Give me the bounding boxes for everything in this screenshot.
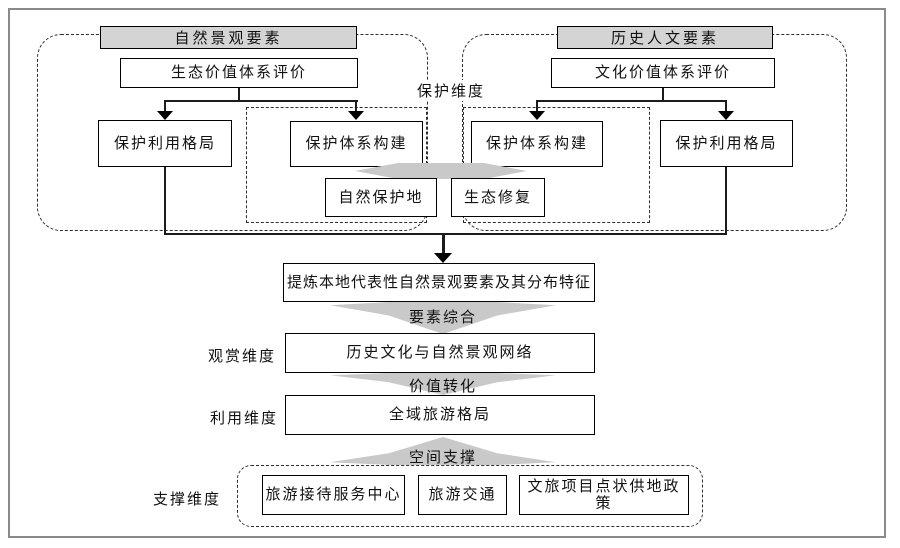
connector-line [442,235,445,254]
viewing-dimension-label: 观赏维度 [208,347,277,365]
tourism-service-center-label: 旅游接待服务中心 [265,485,402,504]
support-dimension-label: 支撑维度 [153,490,222,508]
support-group-outline [237,465,703,527]
history-nature-network-label: 历史文化与自然景观网络 [346,343,534,362]
tourism-transport-label: 旅游交通 [428,485,497,504]
extract-features-label: 提炼本地代表性自然景观要素及其分布特征 [286,272,591,291]
arrow-down-icon [718,111,734,120]
eco-value-evaluation-box: 生态价值体系评价 [120,58,358,88]
utilization-dimension-label: 利用维度 [210,409,279,427]
cultural-elements-header: 历史人文要素 [557,26,773,49]
protection-system-box-right: 保护体系构建 [471,121,603,167]
connector-line [164,100,358,102]
protection-dimension-label: 保护维度 [412,80,490,101]
arrow-down-icon [348,111,364,120]
connector-line [164,167,166,235]
regional-tourism-box: 全域旅游格局 [285,395,595,435]
arrow-down-icon [529,111,545,120]
connector-line [536,102,538,111]
connector-line [536,100,727,102]
arrow-down-icon [157,111,173,120]
nature-reserve-box: 自然保护地 [325,178,437,217]
page-border [8,8,886,538]
eco-value-evaluation-label: 生态价值体系评价 [170,63,307,82]
protection-system-box-left: 保护体系构建 [290,121,423,167]
cultural-value-evaluation-box: 文化价值体系评价 [551,58,775,88]
eco-restoration-box: 生态修复 [451,178,545,217]
value-transform-label: 价值转化 [408,377,477,395]
connector-line [238,88,240,101]
natural-elements-header: 自然景观要素 [100,26,357,49]
cultural-elements-header-label: 历史人文要素 [610,29,719,47]
spatial-support-label: 空间支撑 [408,448,477,466]
protection-system-left-label: 保护体系构建 [305,134,408,153]
connector-line [725,167,727,235]
extract-features-box: 提炼本地代表性自然景观要素及其分布特征 [283,263,595,302]
land-policy-label: 文旅项目点状供地政策 [527,476,681,512]
tourism-transport-box: 旅游交通 [418,475,507,515]
protection-use-pattern-right-label: 保护利用格局 [675,133,778,152]
protection-use-pattern-box-left: 保护利用格局 [98,120,232,167]
cultural-value-evaluation-label: 文化价值体系评价 [594,63,731,82]
regional-tourism-label: 全域旅游格局 [388,405,491,424]
connector-line [355,102,357,111]
tourism-service-center-box: 旅游接待服务中心 [262,475,405,515]
protection-use-pattern-box-right: 保护利用格局 [660,120,793,167]
connector-line [164,233,727,235]
connector-line [164,102,166,111]
natural-elements-header-label: 自然景观要素 [174,29,283,47]
land-policy-box: 文旅项目点状供地政策 [519,475,689,515]
nature-reserve-label: 自然保护地 [338,187,424,206]
eco-restoration-label: 生态修复 [463,187,532,206]
history-nature-network-box: 历史文化与自然景观网络 [285,333,595,373]
protection-use-pattern-left-label: 保护利用格局 [113,133,216,152]
connector-line [662,88,664,101]
connector-line [725,102,727,111]
element-synthesis-label: 要素综合 [408,308,477,326]
arrow-down-icon [434,253,452,263]
protection-system-right-label: 保护体系构建 [485,134,588,153]
double-arrow-shape [355,163,527,179]
